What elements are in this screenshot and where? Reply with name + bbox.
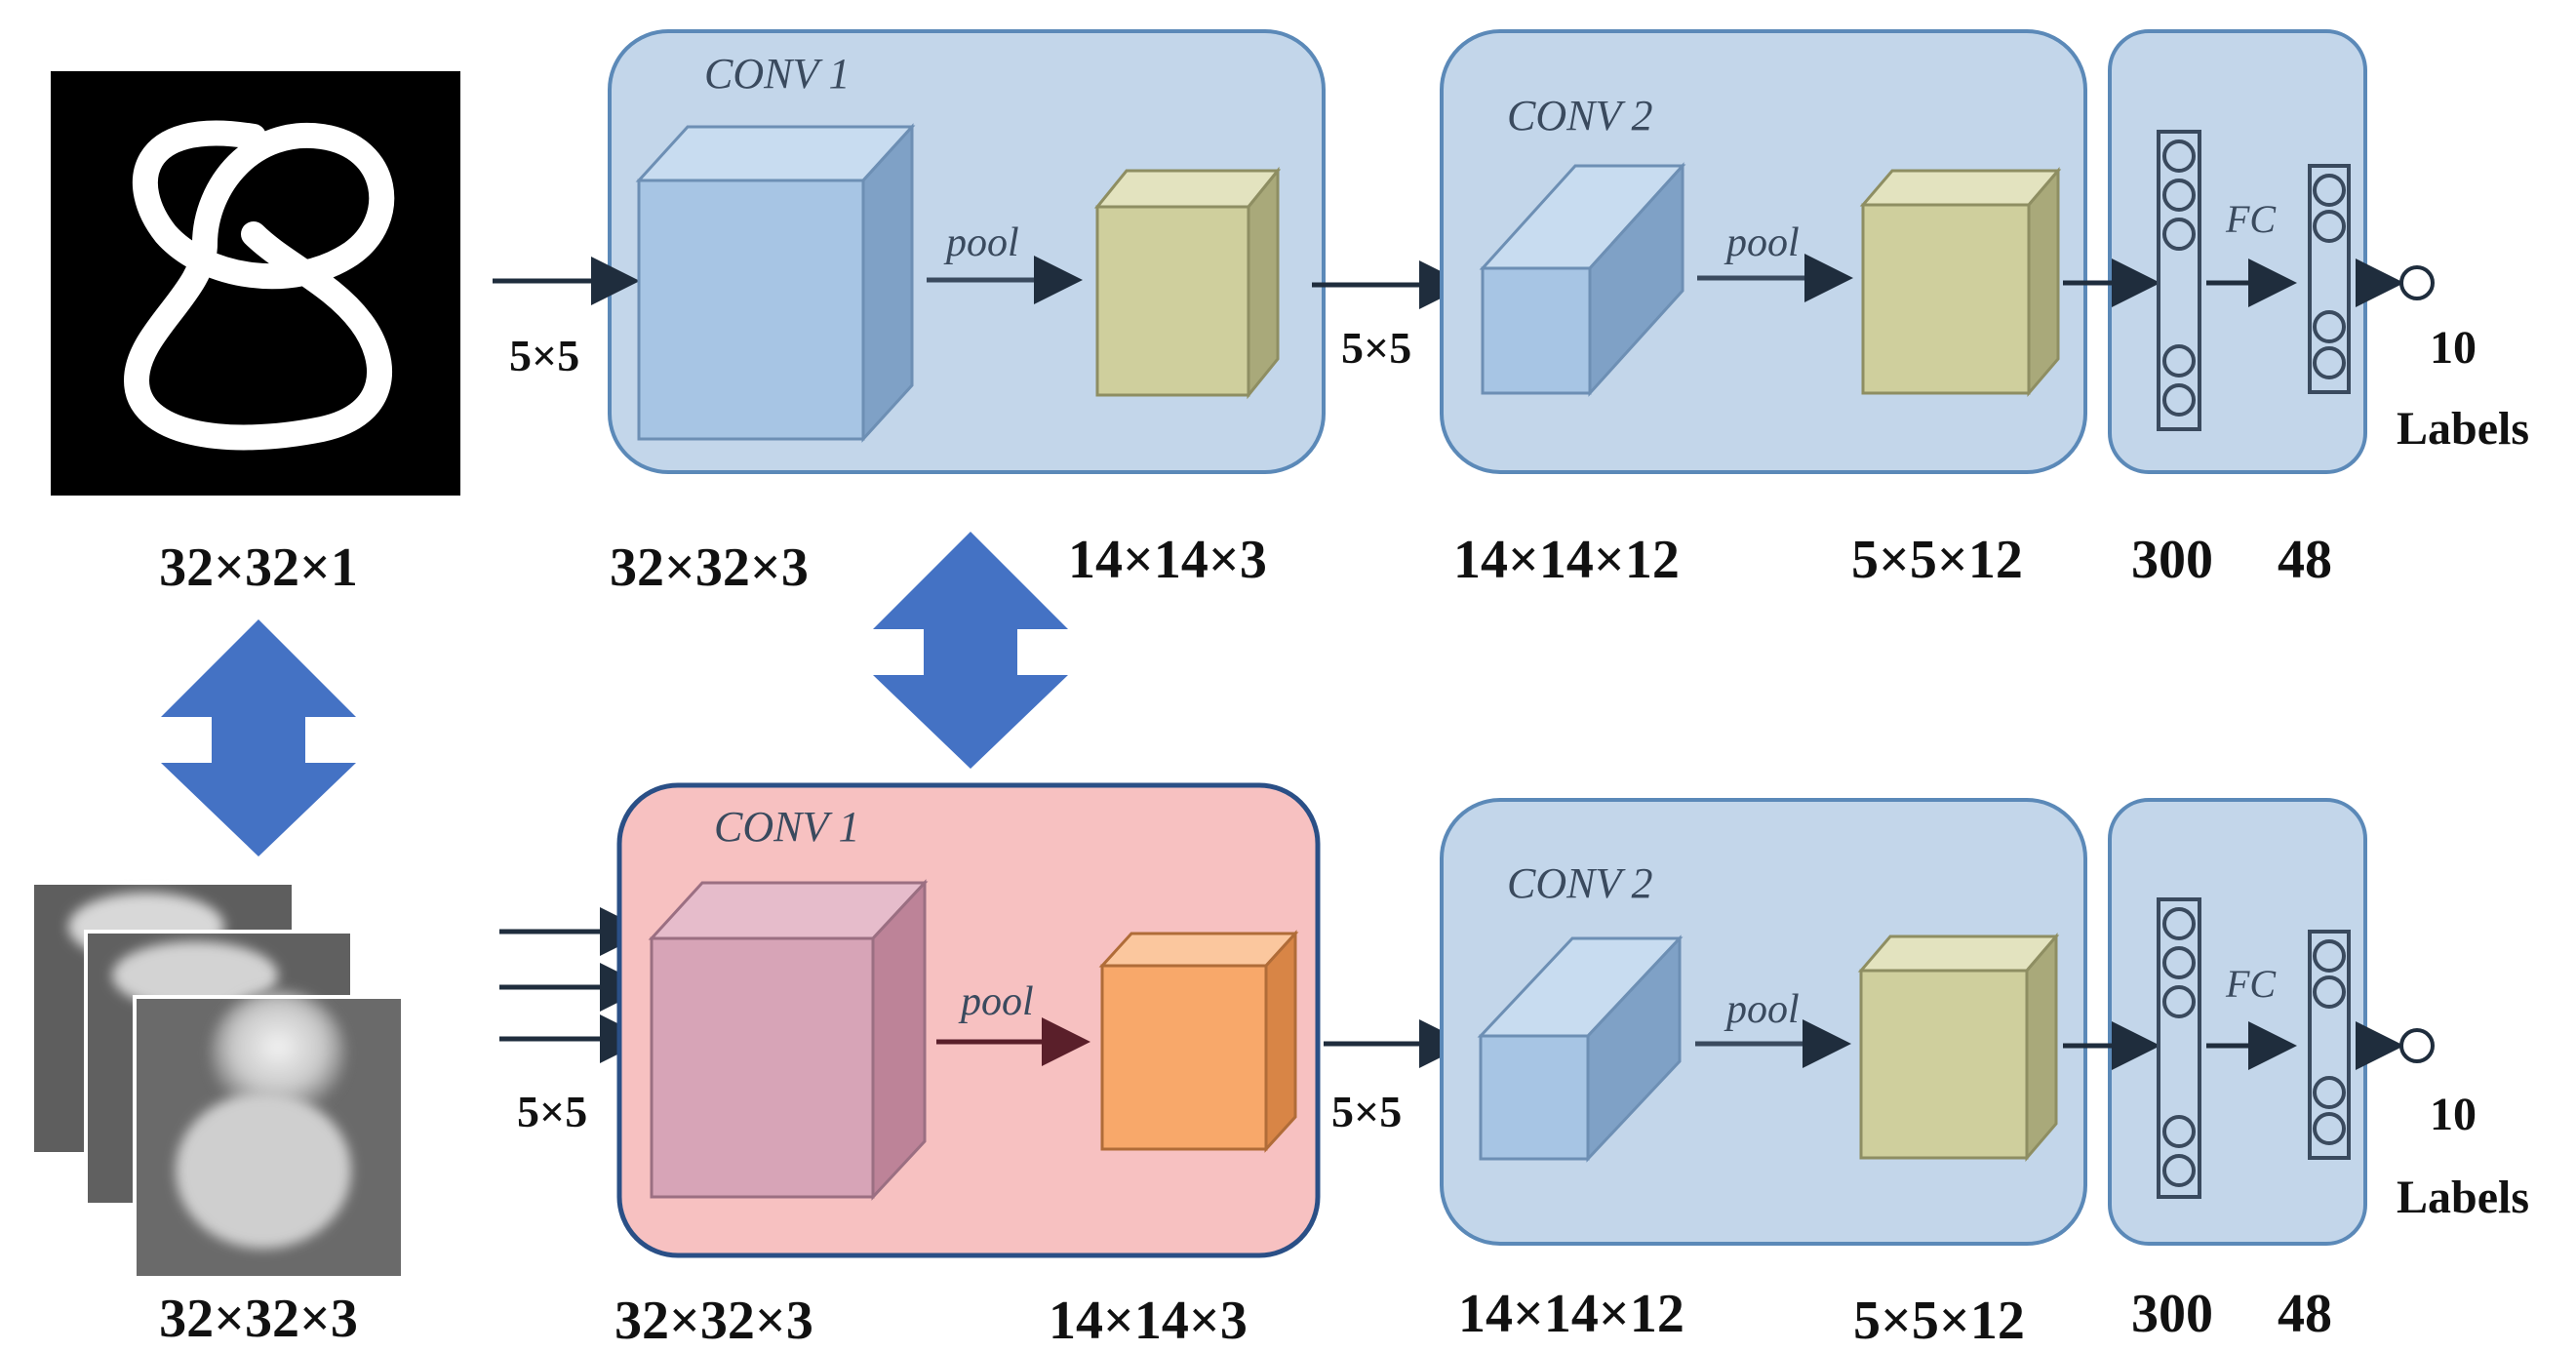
- top-conv2-title: CONV 2: [1507, 92, 1653, 139]
- bottom-output-label: Labels: [2397, 1172, 2529, 1223]
- top-conv2-dim: 14×14×12: [1453, 530, 1680, 590]
- bottom-fc1-dim: 300: [2131, 1284, 2213, 1344]
- bottom-kernel1-label: 5×5: [517, 1087, 587, 1136]
- bottom-pool1-cube: [1098, 930, 1299, 1153]
- top-output-node: [2399, 265, 2435, 300]
- bottom-pool1-label: pool: [958, 979, 1034, 1024]
- bottom-fc2-dim: 48: [2278, 1284, 2332, 1344]
- top-fc2-column: [2308, 164, 2351, 394]
- bottom-fc-label: FC: [2225, 962, 2277, 1006]
- top-pool1-dim: 14×14×3: [1068, 530, 1267, 590]
- bottom-pool2-cube: [1857, 932, 2060, 1163]
- bottom-conv1-cube: [648, 879, 929, 1201]
- bottom-pool2-label: pool: [1724, 987, 1800, 1032]
- top-pool2-label: pool: [1724, 220, 1800, 265]
- bottom-fc1-column: [2157, 897, 2201, 1199]
- top-input-dim: 32×32×1: [159, 537, 358, 598]
- input-swap-arrow: [161, 619, 356, 856]
- bottom-pool1-dim: 14×14×3: [1049, 1291, 1248, 1351]
- top-kernel2-label: 5×5: [1341, 323, 1411, 373]
- top-pool2-cube: [1859, 166, 2062, 398]
- bottom-fc2-column: [2308, 930, 2351, 1160]
- bottom-kernel2-label: 5×5: [1331, 1087, 1402, 1136]
- top-fc-label: FC: [2225, 197, 2277, 241]
- top-kernel1-label: 5×5: [509, 331, 579, 380]
- top-conv1-cube: [635, 123, 916, 443]
- bottom-conv2-dim: 14×14×12: [1458, 1284, 1684, 1344]
- bottom-conv1-title: CONV 1: [714, 803, 860, 851]
- top-output-count: 10: [2430, 322, 2477, 374]
- top-fc1-dim: 300: [2131, 530, 2213, 590]
- bottom-output-count: 10: [2430, 1089, 2477, 1140]
- top-fc1-column: [2157, 130, 2201, 431]
- top-output-label: Labels: [2397, 403, 2529, 455]
- top-conv2-cube: [1479, 162, 1686, 397]
- bottom-conv2-title: CONV 2: [1507, 859, 1653, 907]
- top-pool1-label: pool: [943, 220, 1019, 265]
- bottom-pool2-dim: 5×5×12: [1853, 1291, 2025, 1351]
- top-fc2-dim: 48: [2278, 530, 2332, 590]
- top-pool1-cube: [1093, 166, 1282, 400]
- top-input-digit-image: [51, 71, 460, 496]
- top-pool2-dim: 5×5×12: [1851, 530, 2023, 590]
- top-conv1-dim: 32×32×3: [610, 537, 809, 598]
- bottom-input-image-stack: [30, 881, 405, 1280]
- conv1-swap-arrow: [873, 532, 1068, 769]
- bottom-conv2-cube: [1477, 934, 1684, 1163]
- bottom-input-dim: 32×32×3: [159, 1289, 358, 1349]
- top-conv1-title: CONV 1: [704, 50, 851, 98]
- bottom-conv1-dim: 32×32×3: [614, 1291, 813, 1351]
- bottom-output-node: [2399, 1028, 2435, 1063]
